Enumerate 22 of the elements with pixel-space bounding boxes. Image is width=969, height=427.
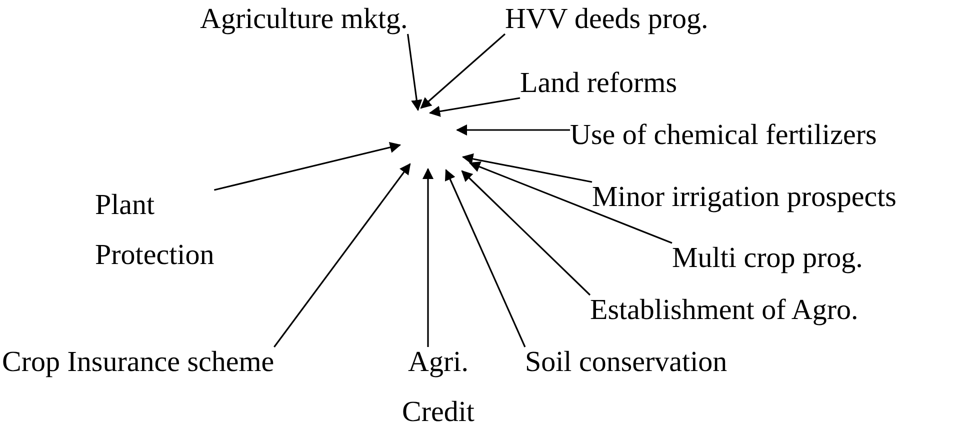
node-label: Use of chemical fertilizers: [570, 118, 877, 153]
arrow: [468, 162, 672, 244]
node-label: Soil conservation: [525, 345, 728, 380]
node-label: Plant Protection: [95, 188, 214, 273]
node-label: HVV deeds prog.: [505, 2, 708, 37]
arrow: [274, 163, 411, 348]
node-label: Land reforms: [520, 66, 678, 101]
node-label: Establishment of Agro.: [590, 293, 858, 328]
node-label: Agriculture mktg.: [200, 2, 408, 37]
arrow: [428, 97, 520, 117]
arrow: [462, 153, 592, 183]
arrow: [214, 142, 402, 191]
node-label: Multi crop prog.: [672, 241, 863, 276]
arrow: [407, 34, 422, 112]
arrow: [422, 168, 434, 347]
arrow: [456, 124, 570, 136]
arrow: [461, 170, 591, 296]
node-label: Crop Insurance scheme: [2, 345, 274, 380]
node-label: Minor irrigation prospects: [592, 180, 896, 215]
node-label: Agri. Credit: [402, 345, 474, 427]
arrow: [445, 168, 526, 348]
arrow: [420, 33, 506, 109]
